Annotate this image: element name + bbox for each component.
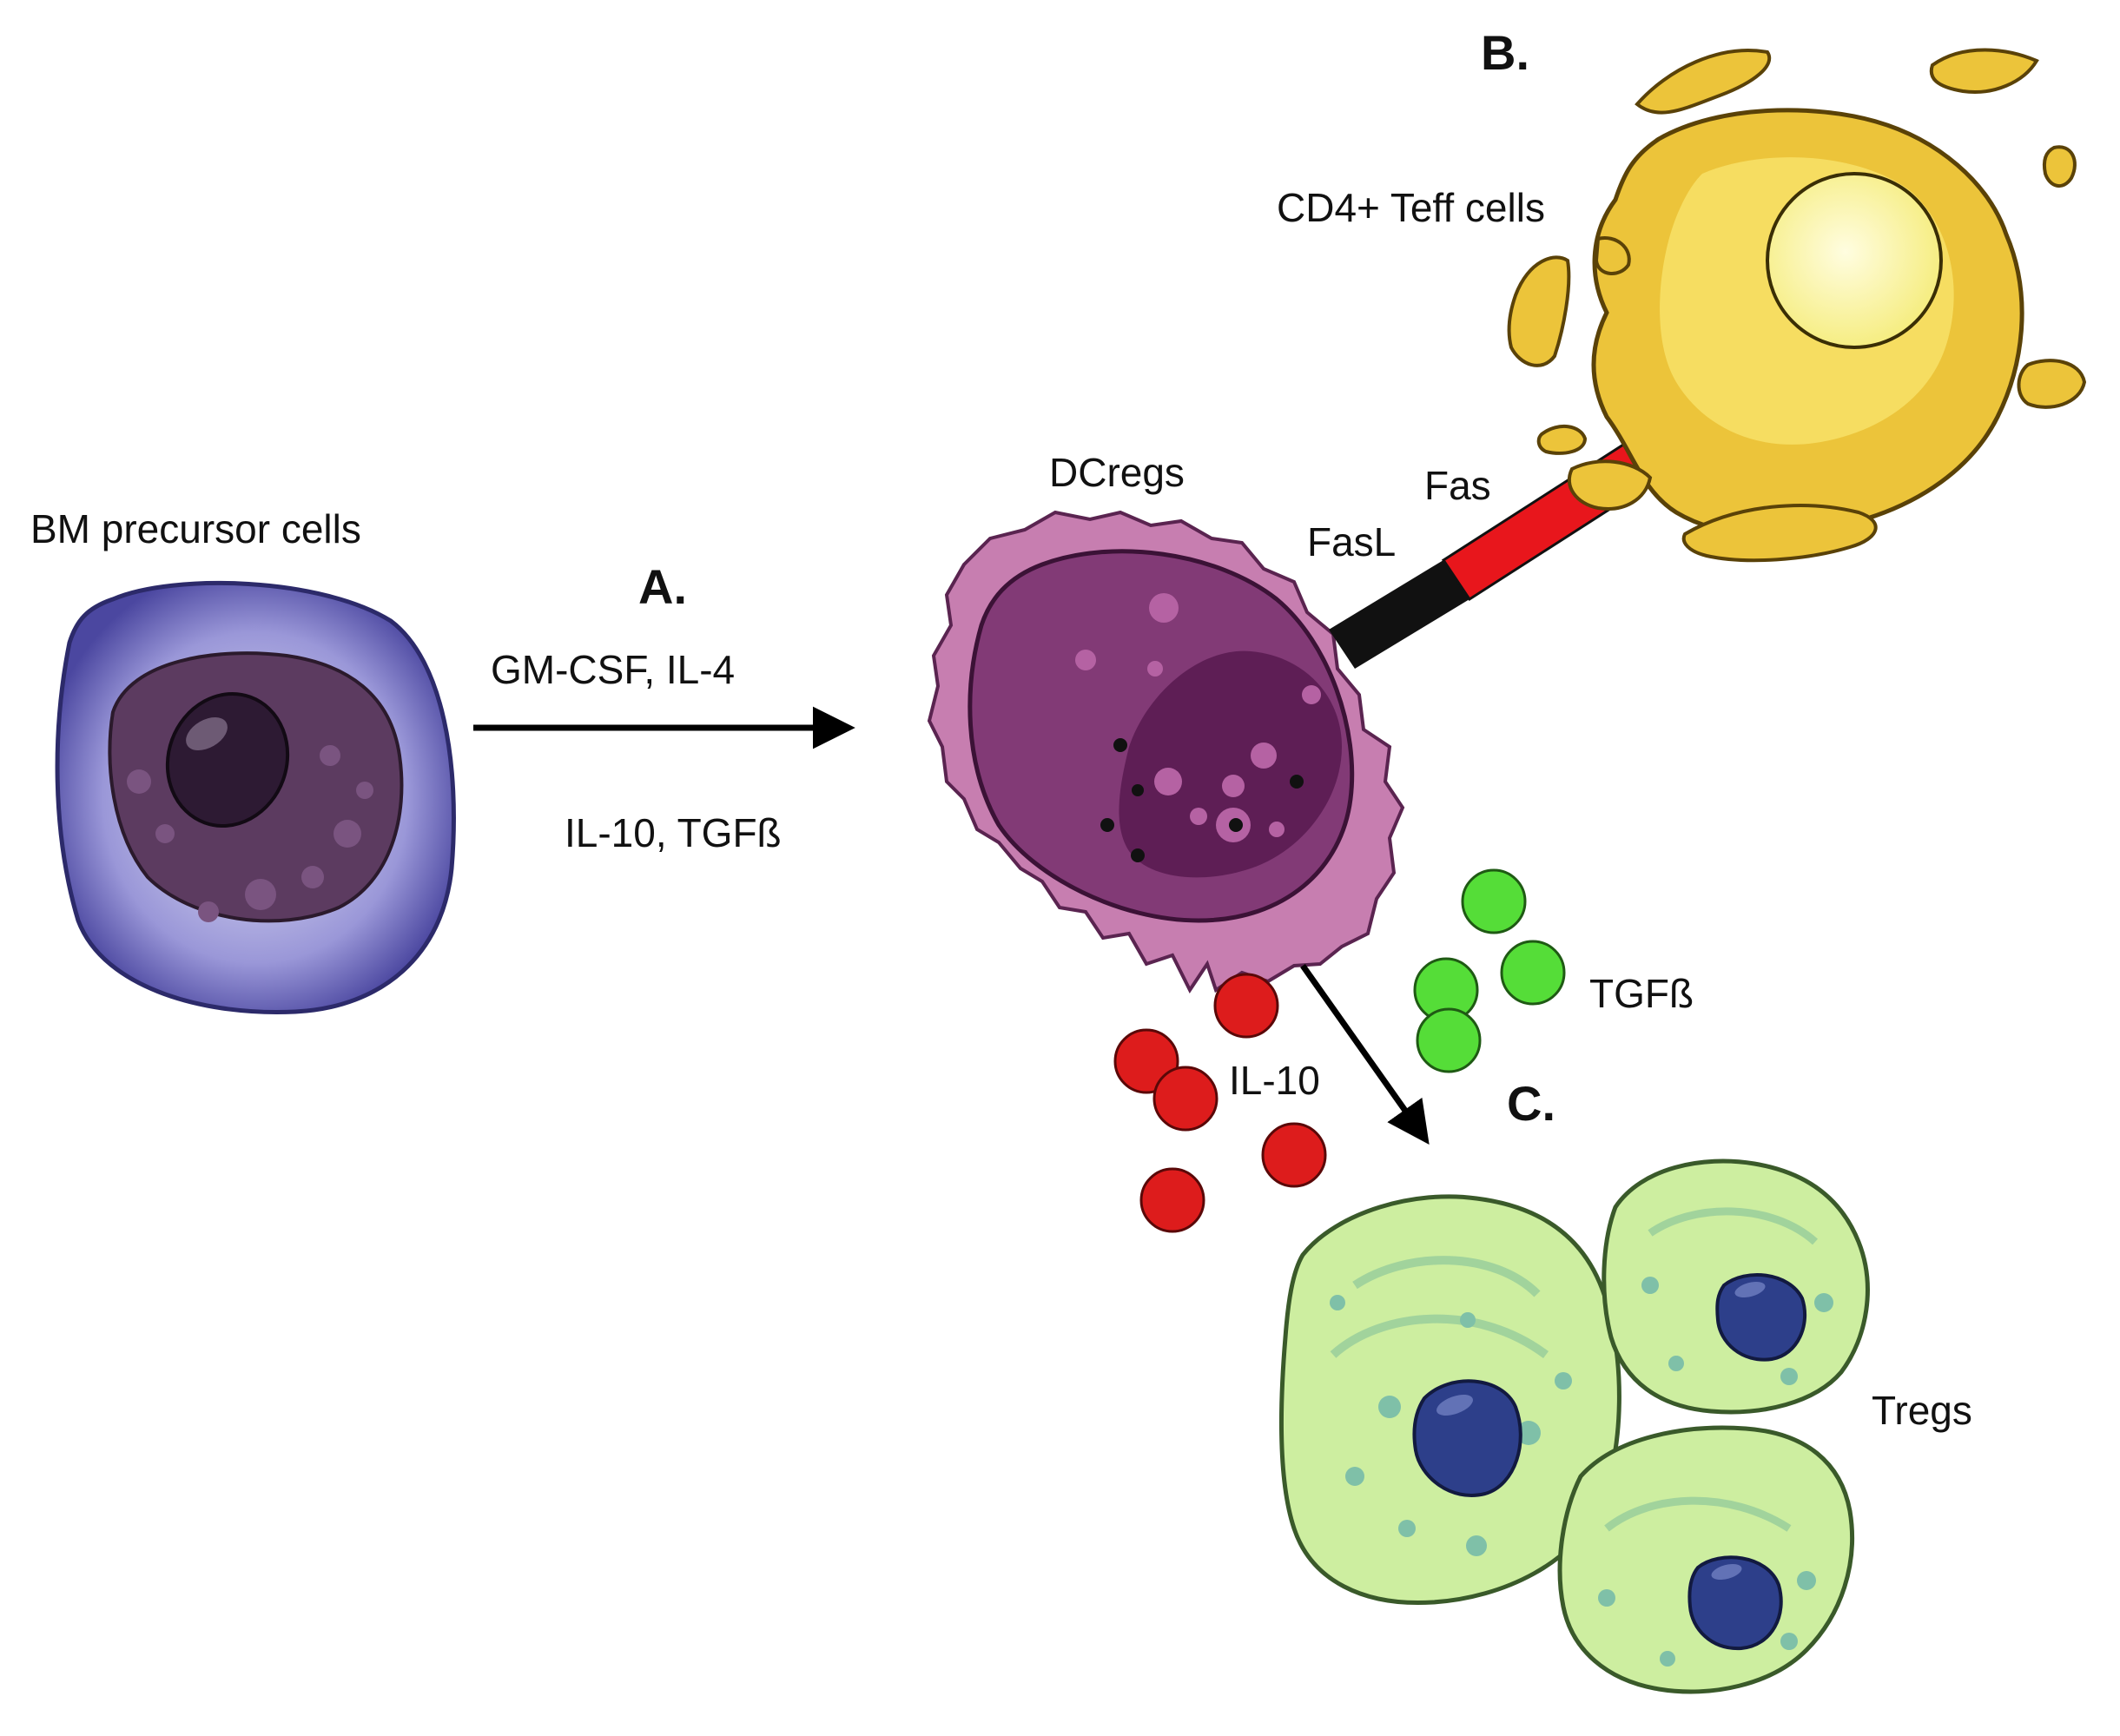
- il10-dot: [1213, 973, 1279, 1039]
- fasl-label: FasL: [1307, 519, 1396, 564]
- treg-cell-top-right: [1602, 1158, 1870, 1415]
- il10-molecules: [1113, 973, 1327, 1233]
- il10-label: IL-10: [1229, 1058, 1320, 1103]
- il10-dot: [1261, 1122, 1327, 1188]
- bm-precursor-label: BM precursor cells: [30, 506, 361, 551]
- tregs-label: Tregs: [1872, 1388, 1972, 1433]
- gmcsf-il4-label: GM-CSF, IL-4: [491, 647, 735, 692]
- step-b-label: B.: [1481, 25, 1529, 80]
- bm-precursor-cell: [55, 580, 456, 1015]
- fas-label: Fas: [1424, 463, 1491, 508]
- arrow-c: [1300, 963, 1430, 1145]
- tgfb-label: TGFß: [1589, 971, 1694, 1016]
- tgfb-dot: [1500, 940, 1566, 1006]
- il10-dot: [1139, 1167, 1205, 1233]
- step-a-label: A.: [638, 559, 687, 614]
- cd4-teff-label: CD4+ Teff cells: [1277, 185, 1545, 230]
- tgfb-molecules: [1413, 868, 1566, 1073]
- tgfb-dot: [1461, 868, 1527, 934]
- dcregs-cell: [927, 510, 1405, 993]
- il10-tgfb-a-label: IL-10, TGFß: [565, 810, 782, 855]
- treg-cell-bottom-right: [1557, 1425, 1854, 1694]
- step-c-label: C.: [1507, 1076, 1555, 1131]
- fasl-bar: [1329, 560, 1469, 669]
- tgfb-dot: [1416, 1007, 1482, 1073]
- dcregs-label: DCregs: [1049, 450, 1185, 495]
- il10-dot: [1152, 1066, 1219, 1132]
- cd4-teff-cell: [1507, 48, 2087, 563]
